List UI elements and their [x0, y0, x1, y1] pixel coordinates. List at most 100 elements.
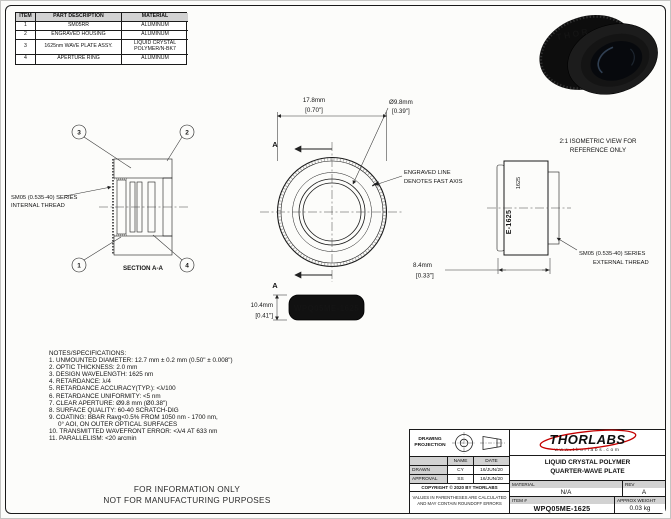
title-block-right: THORLABS www.thorlabs.com LIQUID CRYSTAL…	[510, 429, 665, 513]
approval-label: APPROVAL	[410, 475, 448, 483]
signature-header-row: NAME DATE	[410, 457, 509, 466]
product-title: LIQUID CRYSTAL POLYMER QUARTER-WAVE PLAT…	[510, 456, 665, 482]
title-block-left: DRAWING PROJECTION NAME DATE	[410, 430, 510, 513]
website-text: www.thorlabs.com	[554, 448, 621, 453]
rev-value: A	[641, 488, 647, 496]
dim-depth-mm: 8.4mm	[413, 262, 432, 269]
title-block: DRAWING PROJECTION NAME DATE	[409, 429, 665, 513]
third-angle-projection-icon	[452, 432, 505, 454]
product-title-line2: QUARTER-WAVE PLATE	[550, 468, 625, 476]
section-arrow-label-top: A	[272, 140, 278, 149]
notes-specifications: NOTES/SPECIFICATIONS: 1. UNMOUNTED DIAME…	[49, 350, 233, 442]
dim-band-in: [0.41"]	[255, 313, 273, 320]
part-description: APERTURE RING	[36, 54, 122, 64]
disclaimer-line1: FOR INFORMATION ONLY	[133, 485, 241, 494]
note-line-1: 1. UNMOUNTED DIAMETER: 12.7 mm ± 0.2 mm …	[49, 357, 233, 365]
side-engraving-main: E-1625	[506, 210, 513, 234]
thorlabs-logo: THORLABS	[539, 429, 636, 450]
note-line-8: 8. SURFACE QUALITY: 60-40 SCRATCH-DIG	[49, 406, 179, 414]
balloon-1: 1	[77, 263, 81, 270]
part-description: SM05RR	[36, 21, 122, 31]
weight-value: 0.03 kg	[629, 505, 651, 512]
balloon-4: 4	[185, 263, 189, 270]
part-item-number: 3	[16, 39, 36, 55]
date-header: DATE	[474, 457, 509, 465]
note-line-10: 10. TRANSMITTED WAVEFRONT ERROR: <λ/4 AT…	[49, 428, 218, 436]
projection-label-line1: DRAWING	[418, 437, 442, 443]
side-engraving-top: 1625	[516, 177, 522, 189]
parts-table-row-3: 3 1625nm WAVE PLATE ASSY. LIQUID CRYSTAL…	[16, 39, 188, 55]
signature-table: NAME DATE DRAWN CY 16/JUN/20 APPROVAL SS…	[410, 457, 509, 484]
dim-band-mm: 10.4mm	[251, 302, 273, 309]
note-line-2: 2. OPTIC THICKNESS: 2.0 mm	[49, 364, 138, 372]
projection-label-line2: PROJECTION	[414, 443, 446, 448]
external-thread-note-line2: EXTERNAL THREAD	[593, 260, 649, 266]
col-header-part-description: PART DESCRIPTION	[36, 13, 122, 22]
section-arrow-label-bottom: A	[272, 281, 278, 290]
fast-axis-note-line1: ENGRAVED LINE	[404, 170, 451, 176]
projection-cell: DRAWING PROJECTION	[410, 430, 509, 457]
approval-row: APPROVAL SS 16/JUN/20	[410, 475, 509, 484]
thorlabs-logo-text: THORLABS	[549, 432, 626, 447]
balloon-callouts: 3 2 1 4	[71, 124, 195, 273]
balloon-3: 3	[77, 130, 81, 137]
approval-date: 16/JUN/20	[480, 476, 503, 482]
dim-depth-in: [0.33"]	[416, 273, 434, 280]
copyright-note: COPYRIGHT © 2020 BY THORLABS	[410, 484, 509, 492]
dimension-housing-depth: 8.4mm [0.33"]	[413, 258, 551, 280]
parentheses-note: VALUES IN PARENTHESES ARE CALCULATED AND…	[410, 492, 509, 513]
note-line-7: 7. CLEAR APERTURE: Ø9.8 mm (Ø0.38")	[49, 399, 168, 407]
note-line-5: 5. RETARDANCE ACCURACY(TYP.): <λ/100	[49, 385, 176, 393]
section-label: SECTION A-A	[123, 265, 164, 272]
parts-table-row-1: 1 SM05RR ALUMINUM	[16, 21, 188, 31]
item-field: ITEM # WPQ05ME-1625	[510, 497, 615, 513]
footer-disclaimer: FOR INFORMATION ONLY NOT FOR MANUFACTURI…	[62, 484, 312, 506]
projection-label: DRAWING PROJECTION	[410, 437, 450, 449]
part-item-number: 1	[16, 21, 36, 31]
note-line-6: 6. RETARDANCE UNIFORMITY: <5 nm	[49, 392, 161, 400]
thorlabs-orbit-icon	[539, 429, 636, 450]
material-rev-row: MATERIAL N/A REV A	[510, 481, 665, 497]
part-material: ALUMINUM	[141, 55, 169, 62]
isometric-photo: THOR 2:1 ISOMETRIC VIEW FOR REFERENCE ON…	[539, 14, 658, 154]
fast-axis-note-line2: DENOTES FAST AXIS	[404, 179, 463, 185]
engraving-label-plate: WPQ05ME-1625	[288, 294, 365, 321]
drawn-name: CY	[448, 466, 474, 474]
item-label: ITEM #	[510, 497, 614, 504]
note-line-11: 11. PARALLELISM: <20 arcmin	[49, 435, 137, 443]
internal-thread-note: SM05 (0.535-40) SERIES INTERNAL THREAD	[11, 185, 112, 209]
dim-outer-in: [0.70"]	[305, 107, 323, 114]
parts-list-table: ITEM PART DESCRIPTION MATERIAL 1 SM05RR …	[15, 12, 188, 65]
logo-cell: THORLABS www.thorlabs.com	[510, 429, 665, 457]
part-material: LIQUID CRYSTAL POLYMER/N-BK7	[122, 40, 188, 55]
sign-corner-cell	[410, 457, 448, 465]
note-line-3: 3. DESIGN WAVELENGTH: 1625 nm	[49, 371, 154, 379]
internal-thread-note-line1: SM05 (0.535-40) SERIES	[11, 195, 78, 201]
product-title-line1: LIQUID CRYSTAL POLYMER	[544, 459, 631, 467]
isometric-caption-line2: REFERENCE ONLY	[570, 147, 626, 154]
col-header-item: ITEM	[16, 13, 36, 22]
internal-thread-note-line2: INTERNAL THREAD	[11, 203, 65, 209]
part-description: ENGRAVED HOUSING	[36, 30, 122, 40]
external-thread-note-line1: SM05 (0.535-40) SERIES	[579, 251, 646, 257]
rev-label: REV	[623, 481, 665, 489]
col-header-material: MATERIAL	[122, 13, 188, 22]
fast-axis-note: ENGRAVED LINE DENOTES FAST AXIS	[374, 170, 463, 186]
balloon-2: 2	[185, 130, 189, 137]
parts-table-header-row: ITEM PART DESCRIPTION MATERIAL	[16, 13, 188, 22]
part-description: 1625nm WAVE PLATE ASSY.	[36, 39, 122, 55]
drawn-date: 16/JUN/20	[480, 467, 503, 473]
dim-aperture-mm: Ø9.8mm	[389, 99, 413, 106]
parentheses-note-line1: VALUES IN PARENTHESES ARE CALCULATED	[412, 495, 507, 500]
note-line-9-continued: 0° AOI, ON OUTER OPTICAL SURFACES	[58, 420, 178, 428]
part-item-number: 4	[16, 54, 36, 64]
parts-table-row-2: 2 ENGRAVED HOUSING ALUMINUM	[16, 30, 188, 40]
side-view: 1625 E-1625	[487, 160, 571, 256]
dimension-engraving-band: 10.4mm [0.41"]	[251, 294, 287, 321]
dim-outer-mm: 17.8mm	[303, 97, 325, 104]
section-cut-arrows: A A	[272, 140, 332, 290]
material-label: MATERIAL	[510, 481, 622, 489]
external-thread-note: SM05 (0.535-40) SERIES EXTERNAL THREAD	[556, 237, 649, 266]
